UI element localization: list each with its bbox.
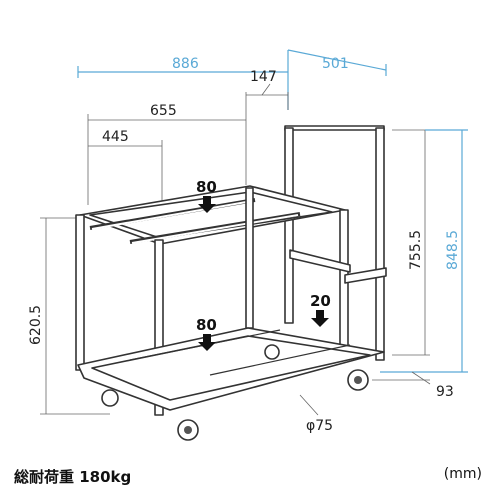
total-load-caption: 総耐荷重 180kg — [14, 468, 132, 486]
cart-frame — [75, 125, 387, 441]
dim-93: 93 — [436, 384, 454, 400]
dim-wheel-diameter: φ75 — [306, 418, 333, 434]
load-step: 20 — [310, 292, 331, 327]
dim-445: 445 — [102, 129, 129, 145]
down-arrow-icon — [311, 310, 329, 327]
dim-620-5: 620.5 — [28, 305, 44, 345]
load-bottom: 80 — [196, 316, 217, 351]
load-top: 80 — [196, 178, 217, 213]
dim-501: 501 — [322, 56, 349, 72]
top-dimensions: 886 501 — [77, 49, 387, 110]
inner-dimensions: 147 655 445 620.5 755.5 848.5 93 φ75 — [28, 69, 468, 434]
down-arrow-icon — [198, 196, 216, 213]
load-top-label: 80 — [196, 178, 217, 196]
dim-755-5: 755.5 — [408, 230, 424, 270]
dim-655: 655 — [150, 103, 177, 119]
dim-886: 886 — [172, 56, 199, 72]
unit-caption: (mm) — [443, 466, 482, 482]
down-arrow-icon — [198, 334, 216, 351]
load-bottom-label: 80 — [196, 316, 217, 334]
dim-147: 147 — [250, 69, 277, 85]
dim-848-5: 848.5 — [445, 230, 461, 270]
load-step-label: 20 — [310, 292, 331, 310]
